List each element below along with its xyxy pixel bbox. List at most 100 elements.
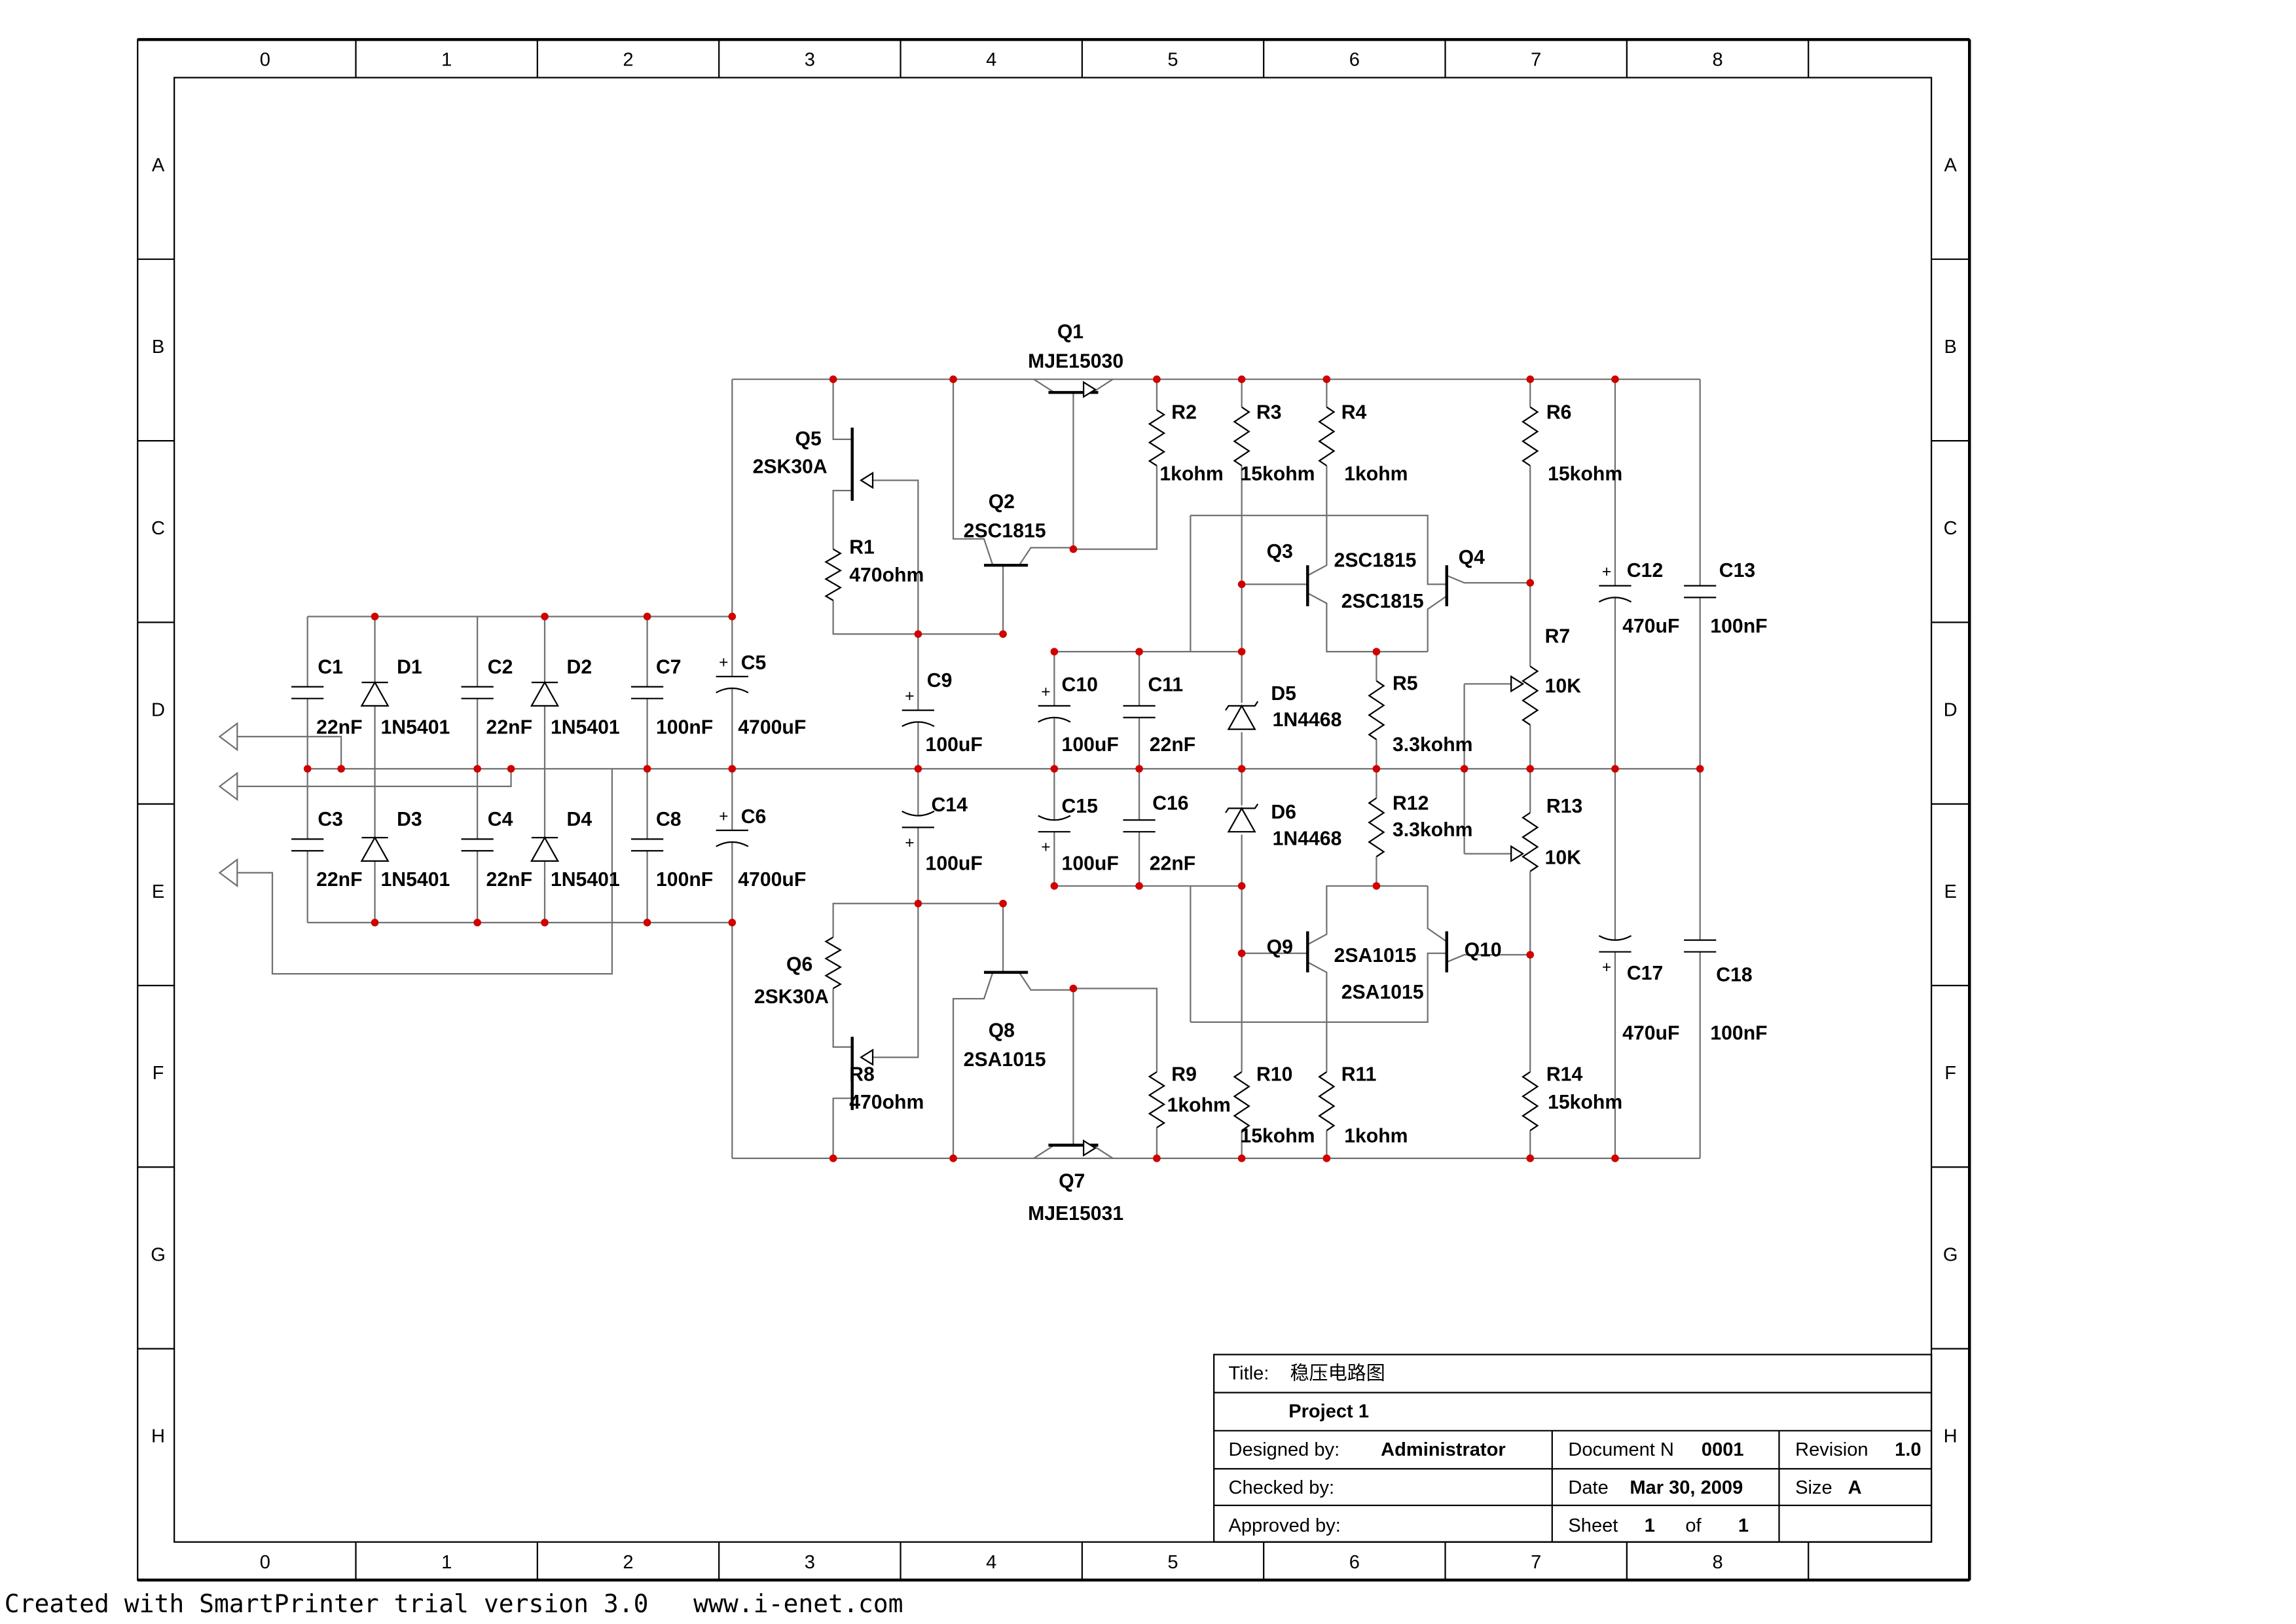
value-c15: 100uF [1062,853,1119,874]
wire [832,902,1004,938]
ref-c8: C8 [656,809,682,830]
ref-c13: C13 [1719,560,1755,581]
ref-q1: Q1 [1057,322,1084,343]
junction-dot [914,630,922,638]
junction-dot [371,612,379,621]
designed-by-value: Administrator [1381,1439,1506,1460]
wire [832,1098,852,1158]
row-label-left: B [152,337,164,358]
value-c14: 100uF [926,853,983,874]
size-value: A [1848,1477,1862,1498]
ref-c15: C15 [1062,796,1098,817]
junction-dot [1069,984,1078,993]
junctions [303,375,1704,1162]
wire [1091,1144,1114,1159]
wire [237,769,613,975]
ref-d5: D5 [1271,683,1296,705]
ref-r3: R3 [1256,402,1282,424]
row-label-left: F [153,1063,164,1084]
ref-c6: C6 [741,806,767,828]
checked-by-label: Checked by: [1229,1477,1335,1498]
row-label-right: F [1944,1063,1956,1084]
junction-dot [1135,765,1143,773]
ref-c5: C5 [741,652,767,674]
junction-dot [1237,375,1246,384]
electrolytic-capacitor-symbol: + [716,808,749,847]
ref-c12: C12 [1627,560,1663,581]
value-q6: 2SK30A [754,986,829,1008]
ref-r9: R9 [1171,1063,1197,1085]
plus-sign: + [1041,838,1050,856]
wire [1446,574,1531,584]
ref-q9: Q9 [1267,936,1293,958]
junction-dot [1526,1154,1535,1162]
wire [237,769,512,787]
ref-d3: D3 [397,809,422,830]
junction-dot [1611,765,1619,773]
title-label: Title: [1229,1363,1269,1384]
junction-dot [1322,375,1331,384]
value-d3: 1N5401 [381,869,450,891]
value-q2: 2SC1815 [964,521,1046,542]
value-d2: 1N5401 [551,716,620,738]
wire [1427,595,1448,652]
value-c13: 100nF [1710,616,1767,637]
ref-c10: C10 [1062,674,1098,696]
designed-by-label: Designed by: [1229,1439,1340,1460]
value-r7: 10K [1545,676,1582,697]
ref-r8: R8 [849,1063,875,1085]
junction-dot [999,630,1007,638]
junction-dot [1237,949,1246,957]
column-label-top: 5 [1167,50,1178,71]
resistor-symbol [1148,1071,1166,1128]
ref-r11: R11 [1341,1063,1377,1085]
row-label-left: E [152,881,164,902]
value-r12: 3.3kohm [1393,819,1472,841]
column-label-bottom: 8 [1712,1552,1722,1573]
electrolytic-capacitor-symbol: + [716,654,749,693]
ref-q7: Q7 [1059,1171,1085,1192]
wire [1033,378,1055,394]
junction-dot [643,919,651,927]
column-label-bottom: 4 [986,1552,996,1573]
ref-q10: Q10 [1465,939,1502,961]
value-q5: 2SK30A [753,456,828,477]
junction-dot [829,375,837,384]
row-label-left: H [151,1426,165,1447]
value-q1: MJE15030 [1028,350,1123,372]
resistor-symbol [1148,409,1166,467]
ref-r1: R1 [849,536,875,558]
row-label-right: G [1943,1244,1958,1265]
column-label-top: 2 [623,50,633,71]
resistor-symbol [1368,797,1385,858]
row-label-right: C [1944,518,1958,539]
value-r1: 470ohm [849,564,924,586]
wire [832,379,852,440]
junction-dot [914,899,922,908]
document-number-label: Document N [1568,1439,1674,1460]
size-label: Size [1795,1477,1832,1498]
arrow-icon [860,1048,874,1066]
value-c8: 100nF [656,869,713,891]
value-c10: 100uF [1062,734,1119,756]
junction-dot [1237,765,1246,773]
plus-sign: + [1602,563,1611,581]
electrolytic-capacitor-symbol: + [902,810,935,852]
ref-c2: C2 [488,657,513,678]
column-label-top: 1 [441,50,452,71]
wire [1427,885,1448,942]
ref-r12: R12 [1393,793,1429,815]
ref-q3: Q3 [1267,541,1293,563]
capacitor-symbol [461,686,494,699]
junction-dot [1611,375,1619,384]
ref-r2: R2 [1171,402,1197,424]
row-label-left: G [151,1244,166,1265]
capacitor-symbol [291,838,324,852]
value-c18: 100nF [1710,1023,1767,1044]
junction-dot [507,765,515,773]
ref-c1: C1 [318,657,343,678]
resistor-symbol [824,936,843,989]
junction-dot [1237,580,1246,589]
junction-dot [829,1154,837,1162]
wire [237,735,342,769]
